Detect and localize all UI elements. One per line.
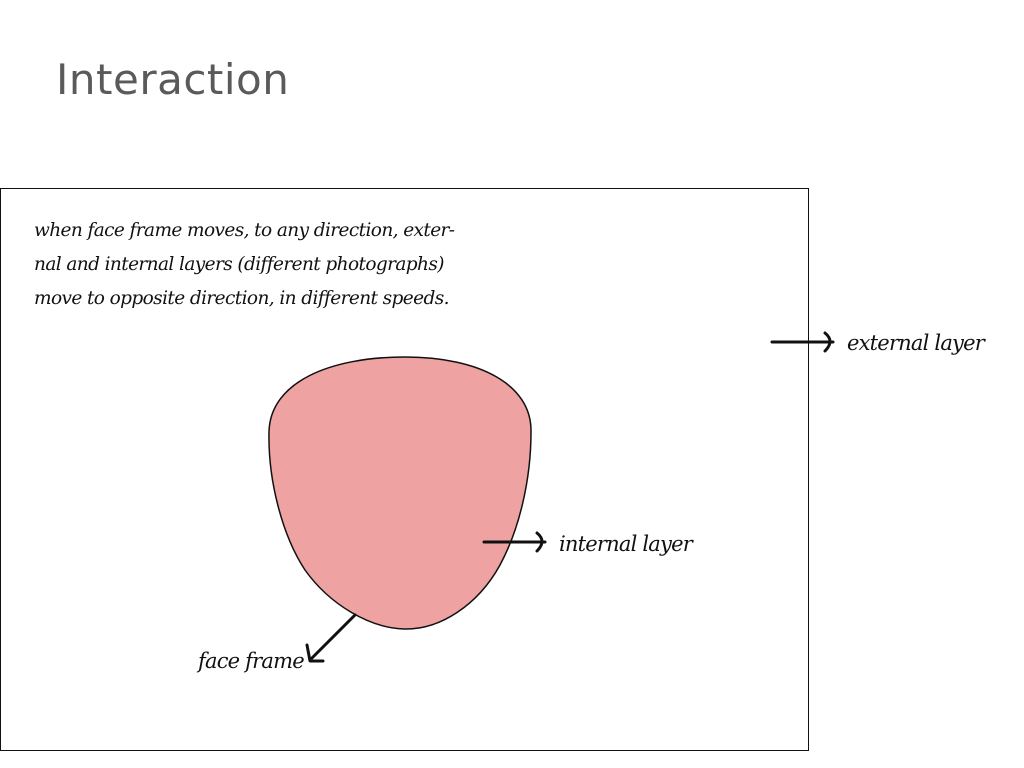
description-text: when face frame moves, to any direction,… — [34, 214, 464, 316]
description-line: nal and internal layers (different photo… — [34, 254, 444, 275]
slide-title: Interaction — [56, 55, 290, 104]
description-line: when face frame moves, to any direction,… — [34, 220, 455, 241]
face-frame-label: face frame — [198, 649, 305, 673]
external-layer-label: external layer — [847, 331, 985, 355]
description-line: move to opposite direction, in different… — [34, 288, 450, 309]
internal-layer-label: internal layer — [559, 532, 693, 556]
